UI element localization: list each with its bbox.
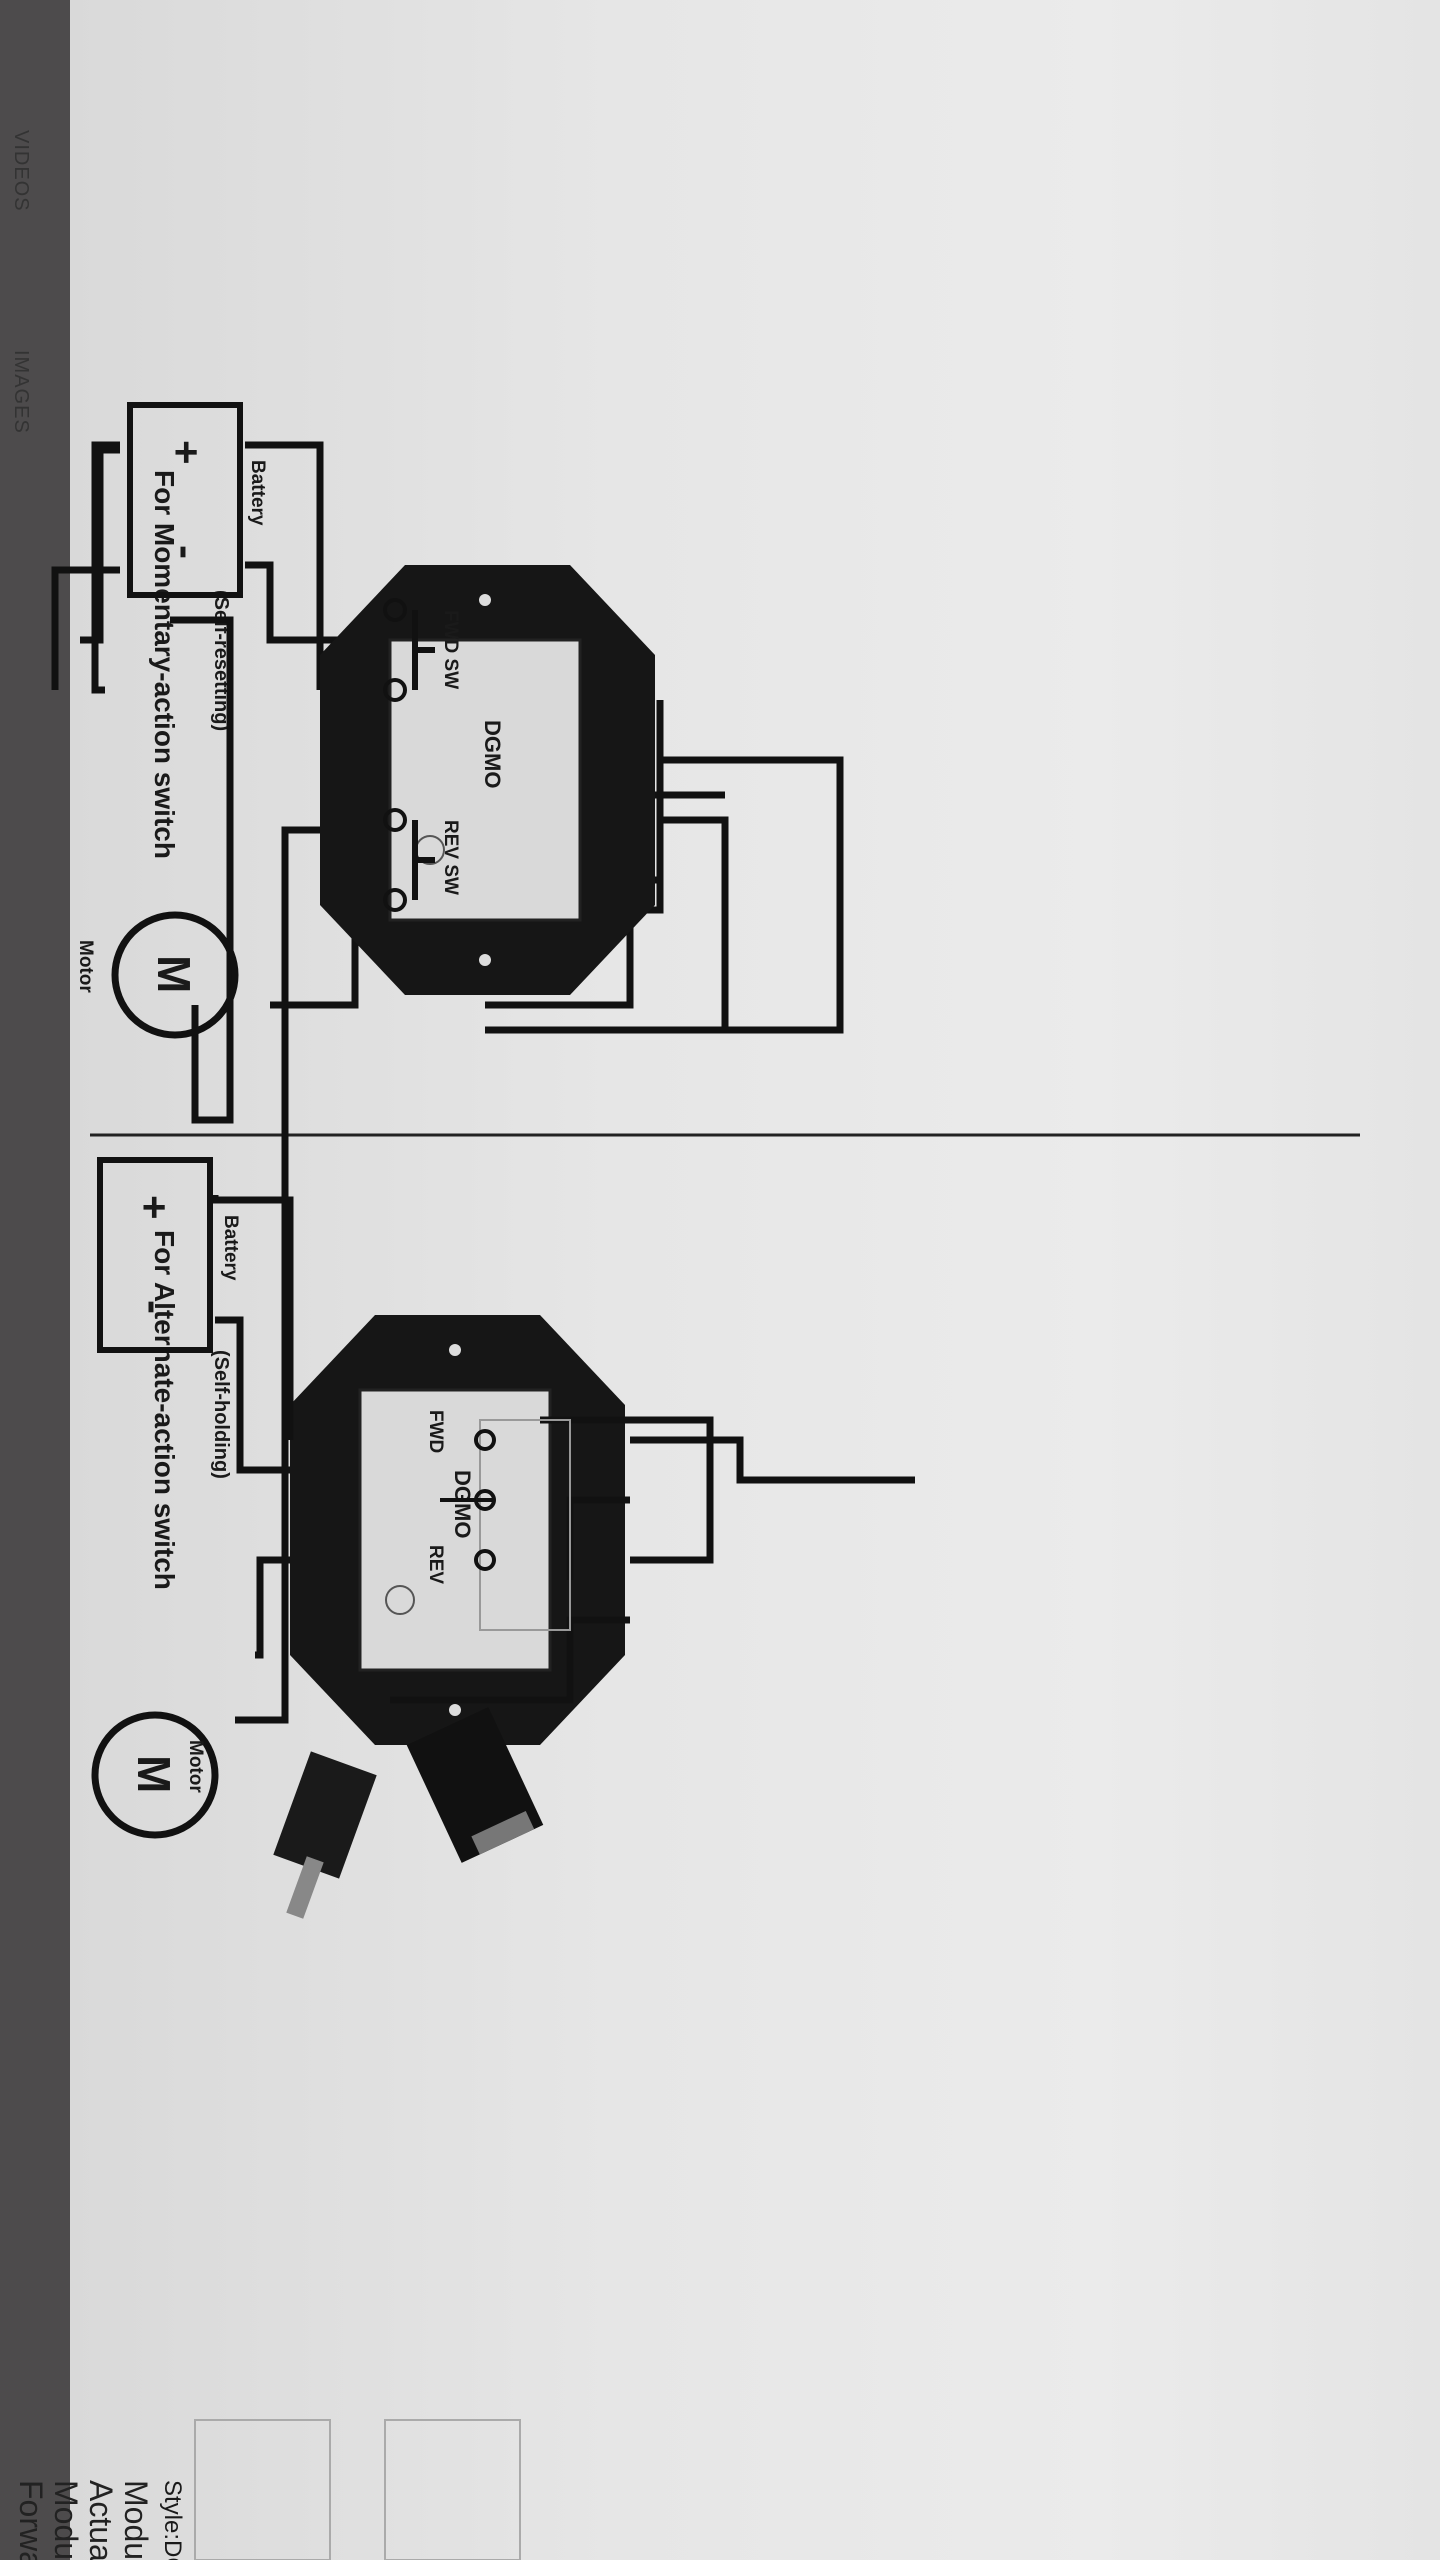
tab-images[interactable]: IMAGES xyxy=(10,350,32,434)
wire xyxy=(235,826,320,1724)
side-style: Style:DC xyxy=(159,2480,186,2560)
paper-sheet xyxy=(70,0,1440,2560)
battery-minus: - xyxy=(131,1300,178,1314)
left-fwd-label: FWD SW xyxy=(440,610,461,689)
battery-plus: + xyxy=(131,1195,178,1220)
right-motor-label: Motor xyxy=(185,1740,206,1793)
right-motor-letter: M xyxy=(128,1755,180,1793)
right-alternate-switch: FWD REV xyxy=(425,1410,571,1631)
toggle-switch-photo xyxy=(273,1751,377,1919)
right-title: For Alternate-action switch xyxy=(149,1230,180,1590)
right-rev-label: REV xyxy=(425,1545,446,1584)
wire xyxy=(630,1436,915,1484)
side-line-2: Modul xyxy=(48,2480,84,2560)
option-box[interactable] xyxy=(194,2419,331,2560)
right-relay-module: DGMO xyxy=(290,1315,625,1745)
left-battery-label: Battery xyxy=(247,460,268,526)
wire xyxy=(170,616,234,1124)
left-rev-switch: REV SW xyxy=(383,808,461,912)
wire xyxy=(255,1556,290,1659)
wire xyxy=(485,756,844,1034)
left-panel: For Momentary-action switch (Self-resett… xyxy=(51,402,844,1724)
left-motor: M Motor xyxy=(75,911,239,1039)
left-title: For Momentary-action switch xyxy=(149,470,180,859)
right-motor: M Motor xyxy=(91,1711,219,1839)
side-line-3: Actuat xyxy=(83,2480,119,2560)
right-module-brand: DGMO xyxy=(450,1470,475,1538)
side-line-1: Forwa xyxy=(13,2480,49,2560)
tab-videos[interactable]: VIDEOS xyxy=(10,130,32,212)
left-module-brand: DGMO xyxy=(480,720,505,788)
battery-minus: - xyxy=(163,545,210,559)
left-relay-module: DGMO xyxy=(320,565,655,995)
side-text: Forwa Modul Actuat Modul Style:DC xyxy=(13,2480,186,2560)
right-fwd-label: FWD xyxy=(425,1410,446,1453)
right-subtitle: (Self-holding) xyxy=(210,1350,232,1479)
wire xyxy=(390,1616,630,1704)
wire xyxy=(80,446,120,644)
wire xyxy=(211,1195,294,1440)
battery-plus: + xyxy=(163,440,210,465)
right-battery-label: Battery xyxy=(220,1215,241,1281)
wire xyxy=(540,1416,714,1564)
option-box[interactable] xyxy=(384,2419,521,2560)
wire xyxy=(245,441,324,690)
left-battery: + - Battery xyxy=(127,402,268,598)
rocker-switch-photo xyxy=(406,1707,544,1863)
right-battery: + - Battery xyxy=(97,1157,241,1353)
left-motor-letter: M xyxy=(148,955,200,993)
side-line-4: Modul xyxy=(118,2480,154,2560)
left-rev-label: REV SW xyxy=(440,820,461,895)
left-fwd-switch: FWD SW xyxy=(383,598,461,702)
right-panel: For Alternate-action switch (Self-holdin… xyxy=(91,1157,915,1919)
wire xyxy=(660,816,729,1030)
left-motor-label: Motor xyxy=(75,940,96,993)
wire xyxy=(51,566,120,690)
wire xyxy=(215,1316,290,1474)
